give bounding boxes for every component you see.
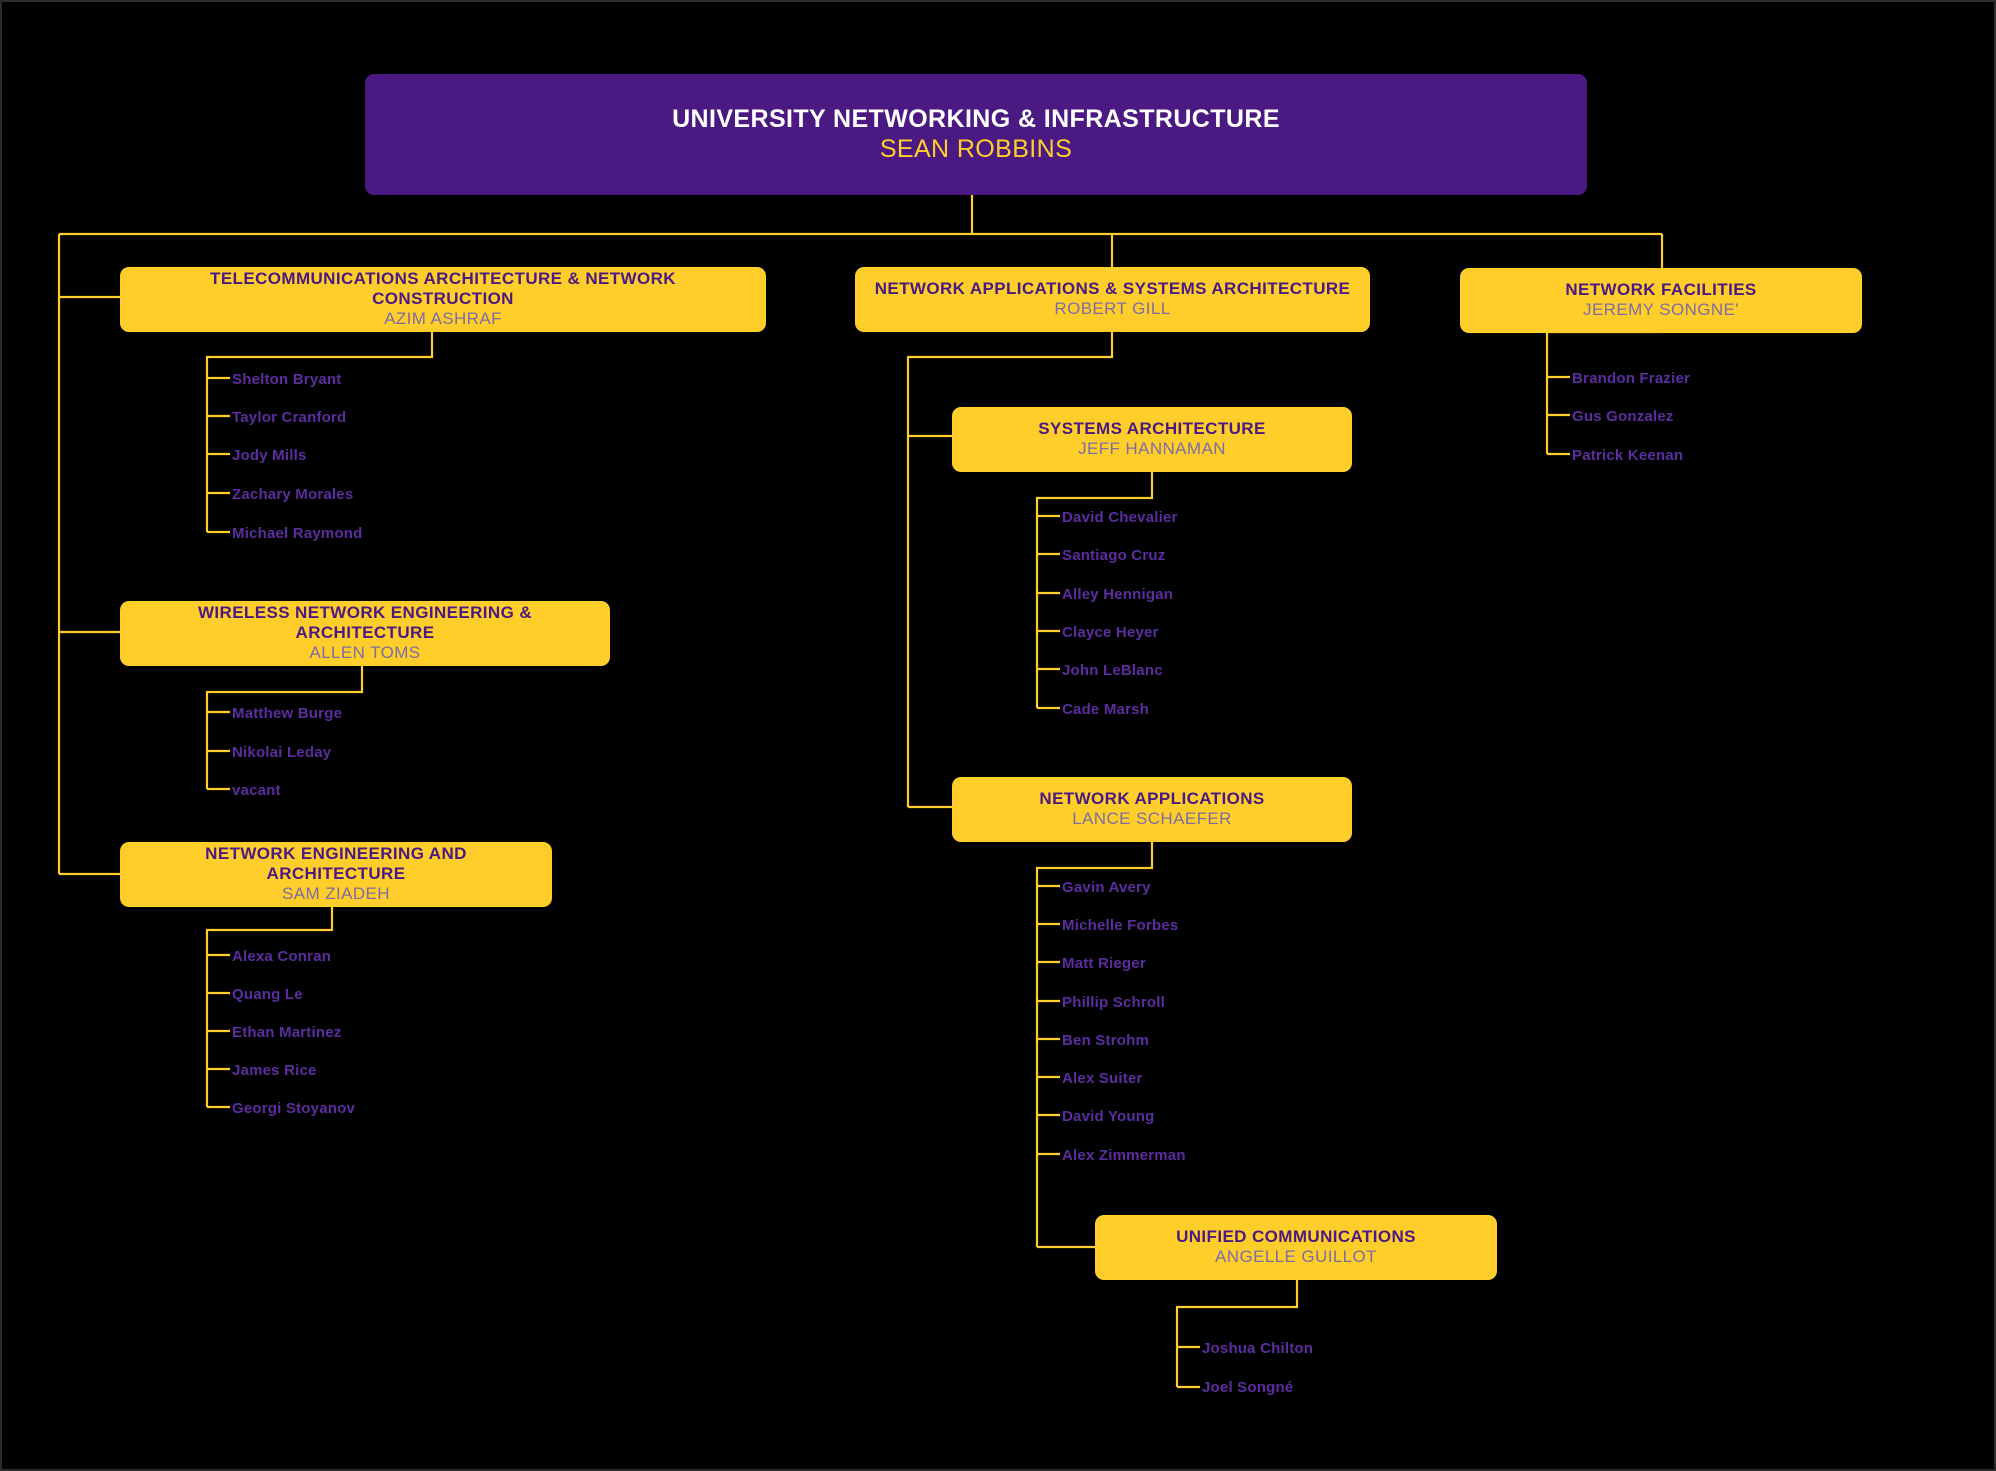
node-netapps-sysarch-person: ROBERT GILL xyxy=(1054,299,1171,319)
node-netengarch-person: SAM ZIADEH xyxy=(282,884,390,904)
node-unifiedcomms-person: ANGELLE GUILLOT xyxy=(1215,1247,1377,1267)
list-item[interactable]: Phillip Schroll xyxy=(1062,994,1166,1011)
list-item[interactable]: David Young xyxy=(1062,1108,1155,1125)
node-systems-architecture[interactable]: SYSTEMS ARCHITECTURE JEFF HANNAMAN xyxy=(952,407,1352,472)
list-item[interactable]: Ben Strohm xyxy=(1062,1032,1150,1049)
list-item[interactable]: Michelle Forbes xyxy=(1062,917,1179,934)
node-sysarch-person: JEFF HANNAMAN xyxy=(1078,439,1226,459)
list-item[interactable]: David Chevalier xyxy=(1062,509,1178,526)
list-item[interactable]: John LeBlanc xyxy=(1062,662,1163,679)
list-item[interactable]: Alex Suiter xyxy=(1062,1070,1143,1087)
node-netapps-person: LANCE SCHAEFER xyxy=(1072,809,1232,829)
list-item[interactable]: Santiago Cruz xyxy=(1062,547,1166,564)
node-unifiedcomms-title: UNIFIED COMMUNICATIONS xyxy=(1176,1227,1416,1247)
node-netengarch-title: NETWORK ENGINEERING AND ARCHITECTURE xyxy=(205,844,467,884)
node-unified-communications[interactable]: UNIFIED COMMUNICATIONS ANGELLE GUILLOT xyxy=(1095,1215,1497,1280)
list-item[interactable]: Jody Mills xyxy=(232,447,307,464)
node-network-facilities[interactable]: NETWORK FACILITIES JEREMY SONGNE' xyxy=(1460,268,1862,333)
list-item[interactable]: Patrick Keenan xyxy=(1572,447,1684,464)
node-root-title: UNIVERSITY NETWORKING & INFRASTRUCTURE xyxy=(672,104,1280,133)
list-item[interactable]: Cade Marsh xyxy=(1062,701,1150,718)
node-telecom-person: AZIM ASHRAF xyxy=(384,309,502,329)
list-item[interactable]: Matthew Burge xyxy=(232,705,343,722)
node-network-applications[interactable]: NETWORK APPLICATIONS LANCE SCHAEFER xyxy=(952,777,1352,842)
node-wireless-title: WIRELESS NETWORK ENGINEERING & ARCHITECT… xyxy=(197,603,533,643)
node-netfacilities-person: JEREMY SONGNE' xyxy=(1583,300,1739,320)
node-netapps-title: NETWORK APPLICATIONS xyxy=(1039,789,1265,809)
list-item[interactable]: Joshua Chilton xyxy=(1202,1340,1314,1357)
list-item[interactable]: Clayce Heyer xyxy=(1062,624,1159,641)
node-network-applications-and-systems-architecture[interactable]: NETWORK APPLICATIONS & SYSTEMS ARCHITECT… xyxy=(855,267,1370,332)
list-item[interactable]: vacant xyxy=(232,782,281,799)
list-item[interactable]: Brandon Frazier xyxy=(1572,370,1691,387)
list-item[interactable]: Nikolai Leday xyxy=(232,744,332,761)
list-item[interactable]: Matt Rieger xyxy=(1062,955,1146,972)
node-telecom-title: TELECOMMUNICATIONS ARCHITECTURE & NETWOR… xyxy=(210,269,676,309)
list-item[interactable]: Alex Zimmerman xyxy=(1062,1147,1186,1164)
list-item[interactable]: Gus Gonzalez xyxy=(1572,408,1674,425)
node-root[interactable]: UNIVERSITY NETWORKING & INFRASTRUCTURE S… xyxy=(365,74,1587,195)
list-item[interactable]: Alley Hennigan xyxy=(1062,586,1174,603)
node-telecommunications-architecture[interactable]: TELECOMMUNICATIONS ARCHITECTURE & NETWOR… xyxy=(120,267,766,332)
node-netfacilities-title: NETWORK FACILITIES xyxy=(1565,280,1757,300)
list-item[interactable]: Joel Songné xyxy=(1202,1379,1294,1396)
list-item[interactable]: Zachary Morales xyxy=(232,486,354,503)
list-item[interactable]: Ethan Martinez xyxy=(232,1024,342,1041)
list-item[interactable]: Shelton Bryant xyxy=(232,371,342,388)
list-item[interactable]: Quang Le xyxy=(232,986,303,1003)
node-sysarch-title: SYSTEMS ARCHITECTURE xyxy=(1038,419,1266,439)
node-netapps-sysarch-title: NETWORK APPLICATIONS & SYSTEMS ARCHITECT… xyxy=(874,279,1351,299)
node-wireless-person: ALLEN TOMS xyxy=(309,643,421,663)
list-item[interactable]: Alexa Conran xyxy=(232,948,332,965)
list-item[interactable]: Gavin Avery xyxy=(1062,879,1151,896)
list-item[interactable]: Georgi Stoyanov xyxy=(232,1100,356,1117)
node-root-person: SEAN ROBBINS xyxy=(879,135,1073,164)
node-wireless-network-engineering[interactable]: WIRELESS NETWORK ENGINEERING & ARCHITECT… xyxy=(120,601,610,666)
list-item[interactable]: Michael Raymond xyxy=(232,525,363,542)
node-network-engineering-and-architecture[interactable]: NETWORK ENGINEERING AND ARCHITECTURE SAM… xyxy=(120,842,552,907)
list-item[interactable]: James Rice xyxy=(232,1062,317,1079)
list-item[interactable]: Taylor Cranford xyxy=(232,409,347,426)
